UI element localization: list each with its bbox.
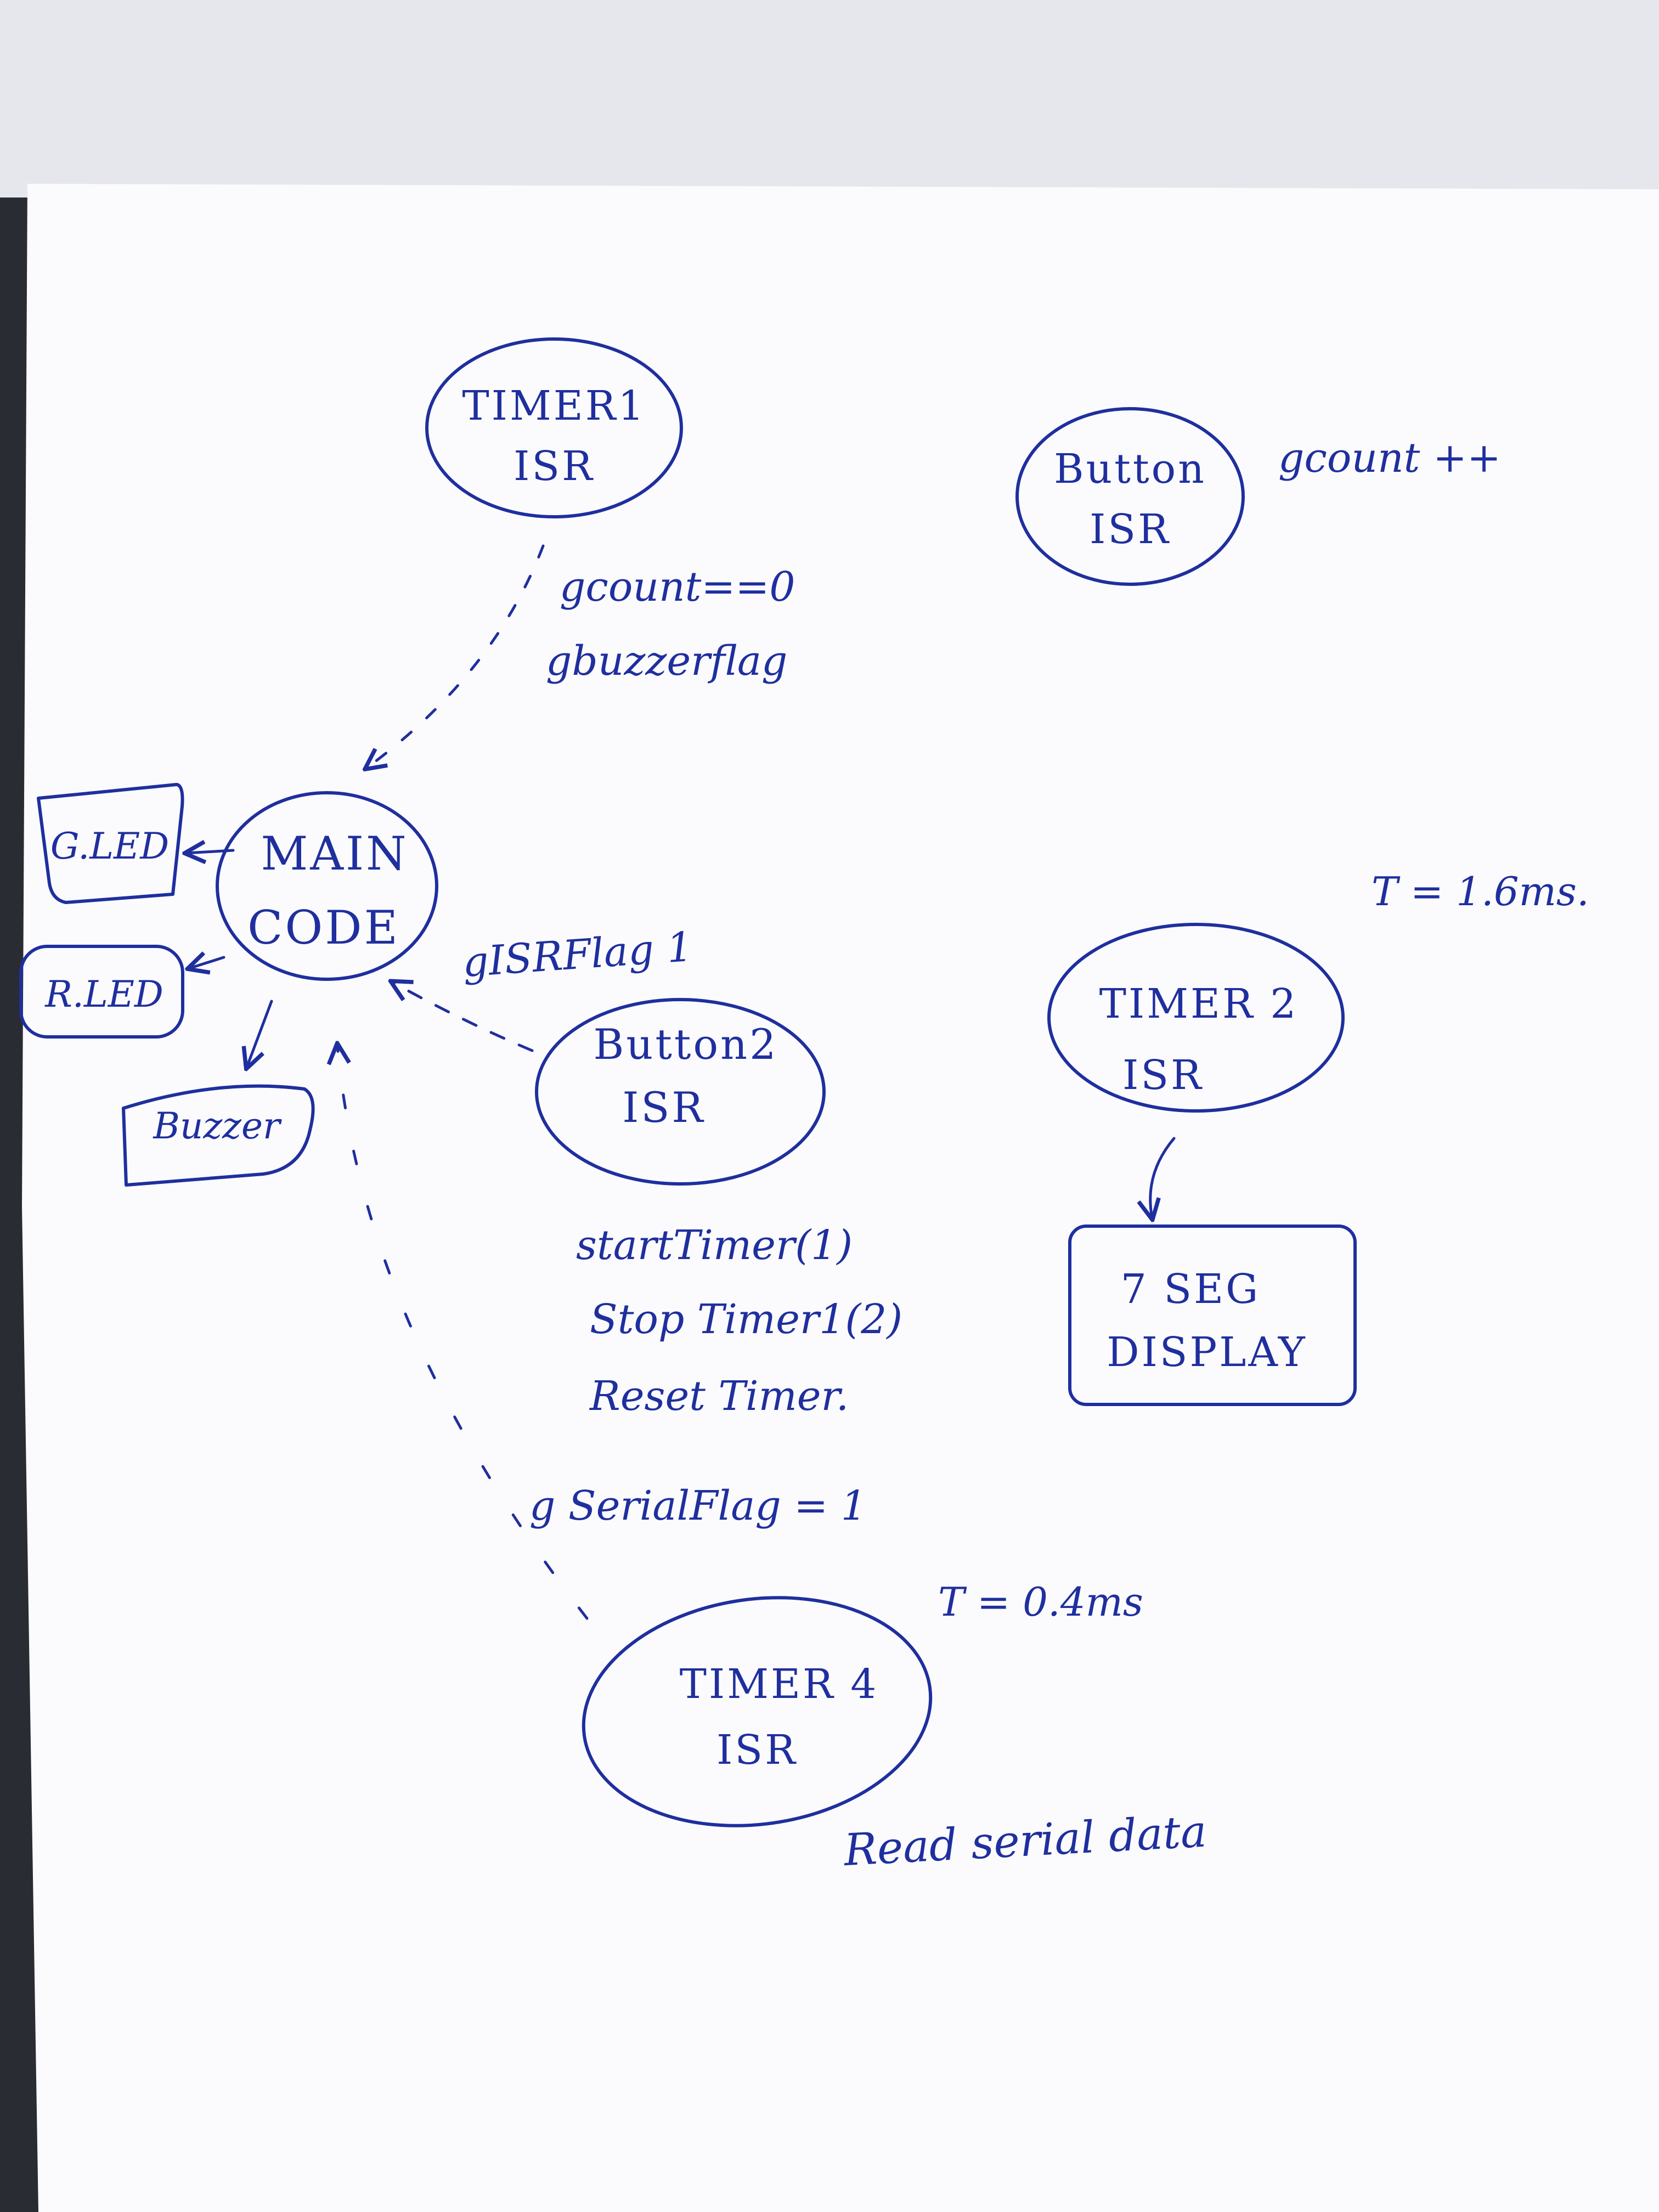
button-isr-label: Button	[1054, 445, 1206, 493]
buzzer-box	[122, 1084, 315, 1187]
timer4-period-annotation: T = 0.4ms	[938, 1579, 1143, 1625]
r-led-box	[19, 945, 184, 1039]
timer4-isr-node	[582, 1596, 933, 1827]
seven-seg-label: 7 SEG	[1121, 1266, 1260, 1313]
timer1-isr-label: TIMER1	[462, 382, 646, 430]
g-led-label: G.LED	[50, 825, 169, 867]
main-to-r-led-arrow	[189, 957, 225, 968]
main-code-label: MAIN	[261, 827, 408, 881]
reset-timer-annotation: Reset Timer.	[589, 1373, 849, 1420]
start-timer-annotation: startTimer(1)	[576, 1222, 853, 1269]
notebook-page	[22, 184, 1659, 2212]
r-led-label: R.LED	[44, 973, 163, 1015]
button2-isr-label-2: ISR	[622, 1083, 705, 1132]
timer1-isr-label-2: ISR	[514, 443, 595, 490]
button2-to-main-arrow	[392, 982, 534, 1052]
seven-seg-box	[1068, 1224, 1357, 1406]
button-isr-node	[1015, 407, 1245, 586]
timer2-isr-label: TIMER 2	[1099, 980, 1299, 1028]
gbuzzer-flag-annotation: gbuzzerflag	[546, 637, 787, 685]
timer4-isr-label-2: ISR	[716, 1726, 798, 1774]
timer2-period-annotation: T = 1.6ms.	[1372, 868, 1589, 915]
stop-timer-annotation: Stop Timer1(2)	[590, 1296, 902, 1343]
button2-isr-label: Button2	[594, 1020, 778, 1069]
notebook-back-page	[0, 0, 1659, 198]
main-to-g-led-arrow	[187, 850, 235, 853]
timer2-isr-node	[1047, 923, 1345, 1113]
button2-isr-node	[535, 998, 826, 1186]
gcount-increment-annotation: gcount ++	[1278, 435, 1501, 482]
g-led-box	[37, 783, 184, 904]
timer1-to-main-arrow	[366, 544, 545, 768]
main-code-node	[216, 791, 438, 981]
button-isr-label-2: ISR	[1090, 506, 1171, 553]
timer1-isr-node	[425, 337, 683, 518]
gserial-flag-annotation: g SerialFlag = 1	[529, 1482, 867, 1530]
timer2-to-seven-seg-arrow	[1150, 1137, 1176, 1218]
seven-seg-label-2: DISPLAY	[1107, 1329, 1307, 1376]
main-code-label-2: CODE	[247, 901, 400, 955]
buzzer-label: Buzzer	[153, 1105, 282, 1147]
timer2-isr-label-2: ISR	[1122, 1052, 1204, 1099]
timer4-isr-label: TIMER 4	[680, 1661, 879, 1708]
gcount-check-annotation: gcount==0	[560, 563, 795, 611]
main-to-buzzer-arrow	[247, 1000, 273, 1067]
